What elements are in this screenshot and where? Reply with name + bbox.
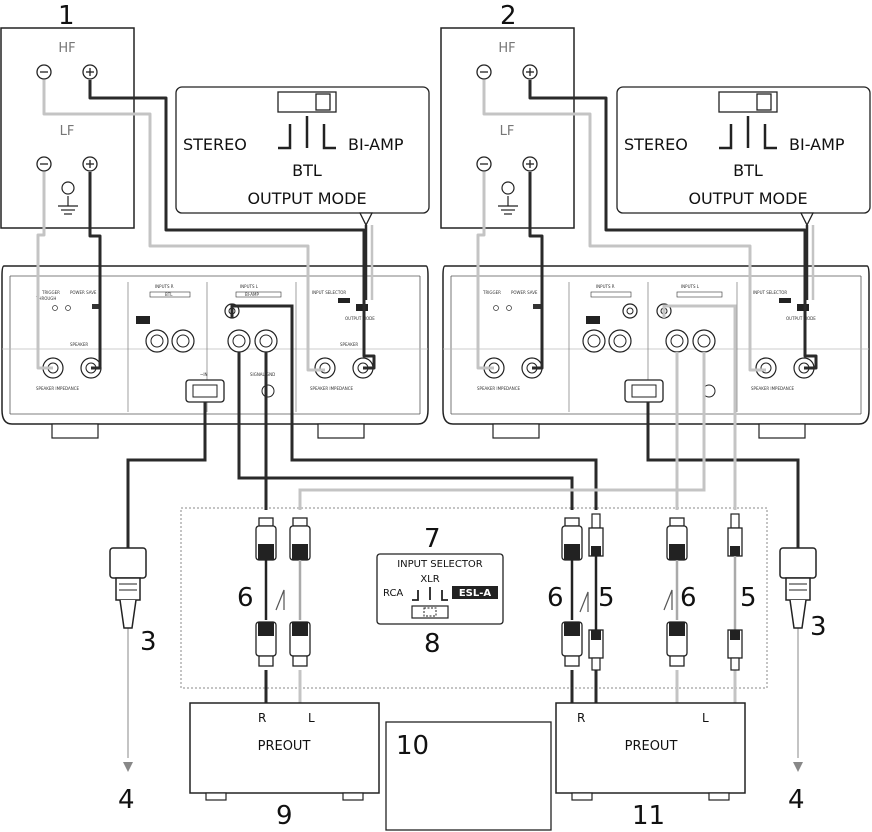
svg-text:SPEAKER: SPEAKER [340, 342, 358, 347]
callout-4: 4 [118, 785, 135, 815]
callout-6: 6 [547, 583, 564, 613]
ac-inlet-icon [185, 379, 225, 403]
callout-2: 2 [500, 1, 517, 31]
xlr-cable-icon [255, 517, 277, 667]
output-mode-title: OUTPUT MODE [247, 189, 366, 208]
svg-text:SPEAKER IMPEDANCE: SPEAKER IMPEDANCE [477, 386, 521, 391]
svg-text:OUTPUT MODE: OUTPUT MODE [345, 316, 375, 321]
esla-label: ESL-A [459, 588, 492, 599]
arrow-down-icon [123, 762, 133, 772]
rca-cable-icon [588, 513, 604, 671]
ground-terminal-icon [501, 181, 515, 195]
esla-port-icon [586, 316, 600, 324]
preout-label: PREOUT [258, 739, 311, 754]
rca-label: RCA [383, 588, 403, 599]
interconnect-area [180, 507, 768, 689]
power-plug-icon [779, 547, 817, 629]
callout-numbers: 1 2 3 3 4 4 5 5 6 6 6 7 8 9 10 11 [58, 1, 827, 831]
callout-10: 10 [396, 731, 429, 761]
stereo-label: STEREO [183, 135, 247, 154]
signal-cables [230, 304, 737, 705]
xlr-cable-icon [666, 517, 688, 667]
hf-label: HF [58, 41, 75, 56]
svg-text:SPEAKER IMPEDANCE: SPEAKER IMPEDANCE [36, 386, 80, 391]
callout-8: 8 [424, 629, 441, 659]
callout-4: 4 [788, 785, 805, 815]
or-symbol-icon [663, 589, 673, 611]
svg-text:TRIGGER: TRIGGER [41, 290, 60, 295]
callout-11: 11 [632, 801, 665, 831]
rca-cable-icon [727, 513, 743, 671]
esla-port-icon [136, 316, 150, 324]
svg-text:POWER SAVE: POWER SAVE [70, 290, 97, 295]
callout-6: 6 [680, 583, 697, 613]
svg-text:INPUT SELECTOR: INPUT SELECTOR [753, 290, 787, 295]
ground-icon [58, 196, 78, 215]
or-symbol-icon [275, 589, 285, 611]
output-mode-title: OUTPUT MODE [688, 189, 807, 208]
svg-text:INPUTS L: INPUTS L [240, 284, 259, 289]
btl-label: BTL [733, 161, 763, 180]
preout-r-label: R [577, 711, 585, 725]
svg-text:SPEAKER: SPEAKER [70, 342, 88, 347]
svg-text:~IN: ~IN [200, 372, 208, 377]
svg-text:POWER SAVE: POWER SAVE [511, 290, 538, 295]
stereo-label: STEREO [624, 135, 688, 154]
power-cables [126, 402, 800, 758]
ac-inlet-icon [624, 379, 664, 403]
svg-text:TRIGGER: TRIGGER [482, 290, 501, 295]
svg-text:INPUT SELECTOR: INPUT SELECTOR [312, 290, 346, 295]
svg-text:SPEAKER IMPEDANCE: SPEAKER IMPEDANCE [751, 386, 795, 391]
preout-l-label: L [308, 711, 315, 725]
btl-label: BTL [292, 161, 322, 180]
preout-l-label: L [702, 711, 709, 725]
svg-text:INPUTS R: INPUTS R [596, 284, 615, 289]
svg-text:BTL: BTL [165, 292, 173, 297]
biamp-label: BI-AMP [789, 135, 845, 154]
svg-text:THROUGH: THROUGH [35, 296, 56, 301]
callout-5: 5 [598, 583, 615, 613]
preout-r-label: R [258, 711, 266, 725]
biamp-label: BI-AMP [348, 135, 404, 154]
speaker-wires [36, 80, 818, 372]
callout-1: 1 [58, 1, 75, 31]
lf-label: LF [60, 124, 75, 139]
arrow-down-icon [793, 762, 803, 772]
xlr-cable-icon [289, 517, 311, 667]
amplifier-2: TRIGGER POWER SAVE INPUTS R INPUTS L INP… [442, 265, 870, 439]
speaker-1: HF LF [0, 27, 135, 229]
callout-9: 9 [276, 801, 293, 831]
preamp-11: PREOUT R L [555, 702, 746, 801]
ground-icon [498, 196, 518, 215]
input-selector-title: INPUT SELECTOR [397, 559, 483, 570]
svg-text:OUTPUT MODE: OUTPUT MODE [786, 316, 816, 321]
power-plug-icon [109, 547, 147, 629]
callout-3: 3 [140, 627, 157, 657]
callout-5: 5 [740, 583, 757, 613]
svg-text:SIGNAL GND: SIGNAL GND [250, 372, 275, 377]
preamp-9: PREOUT R L [189, 702, 380, 801]
device-10 [385, 721, 552, 831]
svg-text:BI-AMP: BI-AMP [245, 292, 259, 297]
or-symbol-icon [579, 591, 589, 613]
input-selector-switch [411, 605, 449, 619]
hf-label: HF [498, 41, 515, 56]
svg-text:INPUTS R: INPUTS R [155, 284, 174, 289]
lf-label: LF [500, 124, 515, 139]
speaker-2: HF LF [440, 27, 575, 229]
svg-text:SPEAKER IMPEDANCE: SPEAKER IMPEDANCE [310, 386, 354, 391]
xlr-cable-icon [561, 517, 583, 667]
output-mode-callout-1: STEREO BI-AMP BTL OUTPUT MODE [175, 86, 430, 227]
callout-6: 6 [237, 583, 254, 613]
xlr-label: XLR [420, 574, 439, 585]
callout-7: 7 [424, 524, 441, 554]
input-selector-panel: INPUT SELECTOR XLR RCA ESL-A [376, 553, 504, 625]
callout-3: 3 [810, 612, 827, 642]
preout-label: PREOUT [625, 739, 678, 754]
ground-terminal-icon [61, 181, 75, 195]
svg-text:INPUTS L: INPUTS L [681, 284, 700, 289]
output-mode-callout-2: STEREO BI-AMP BTL OUTPUT MODE [616, 86, 871, 227]
